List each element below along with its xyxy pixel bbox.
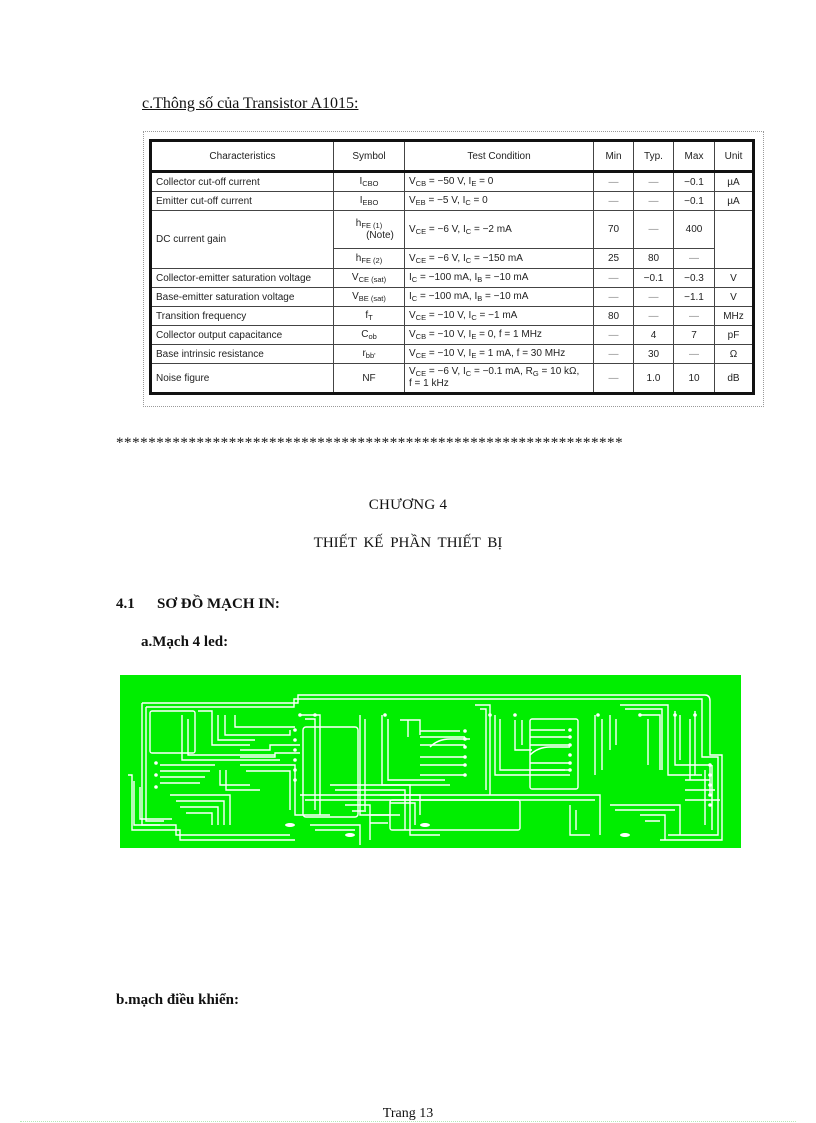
- cell-typ: —: [633, 191, 674, 211]
- cell-characteristic: Emitter cut-off current: [150, 191, 334, 211]
- col-header-unit: Unit: [714, 140, 754, 173]
- col-header-min: Min: [593, 140, 634, 173]
- cell-symbol: NF: [333, 363, 405, 394]
- cell-test-condition: VCE = −6 V, IC = −0.1 mA, RG = 10 kΩ,f =…: [404, 363, 594, 394]
- cell-max: 400: [673, 210, 715, 249]
- table-header-row: Characteristics Symbol Test Condition Mi…: [150, 140, 754, 173]
- cell-unit: V: [714, 287, 754, 307]
- cell-typ: —: [633, 171, 674, 192]
- cell-typ: 1.0: [633, 363, 674, 394]
- cell-symbol: hFE (2): [333, 248, 405, 269]
- chapter-label: CHƯƠNG 4: [368, 497, 448, 513]
- cell-symbol: VBE (sat): [333, 287, 405, 307]
- cell-characteristic: Collector output capacitance: [150, 325, 334, 345]
- cell-test-condition: VCE = −6 V, IC = −150 mA: [404, 248, 594, 269]
- cell-unit: MHz: [714, 306, 754, 326]
- cell-typ: 30: [633, 344, 674, 364]
- cell-max: −0.3: [673, 268, 715, 288]
- cell-test-condition: VCE = −10 V, IE = 1 mA, f = 30 MHz: [404, 344, 594, 364]
- cell-typ: —: [633, 210, 674, 249]
- cell-symbol: IEBO: [333, 191, 405, 211]
- chapter-title: THIẾT KẾ PHẦN THIẾT BỊ: [313, 535, 503, 551]
- cell-typ: —: [633, 306, 674, 326]
- subsection-title: c.Thông số của Transistor A1015:: [142, 95, 359, 112]
- cell-max: −1.1: [673, 287, 715, 307]
- cell-typ: −0.1: [633, 268, 674, 288]
- cell-max: 7: [673, 325, 715, 345]
- cell-max: —: [673, 306, 715, 326]
- cell-symbol: VCE (sat): [333, 268, 405, 288]
- cell-min: 70: [593, 210, 634, 249]
- col-header-test-condition: Test Condition: [404, 140, 594, 173]
- cell-characteristic: Noise figure: [150, 363, 334, 394]
- cell-max: 10: [673, 363, 715, 394]
- col-header-symbol: Symbol: [333, 140, 405, 173]
- cell-max: —: [673, 248, 715, 269]
- cell-unit: dB: [714, 363, 754, 394]
- cell-unit: Ω: [714, 344, 754, 364]
- cell-min: 25: [593, 248, 634, 269]
- cell-min: —: [593, 325, 634, 345]
- cell-symbol: hFE (1)(Note): [333, 210, 405, 249]
- cell-characteristic: DC current gain: [150, 210, 334, 269]
- cell-max: −0.1: [673, 171, 715, 192]
- separator-asterisks: ****************************************…: [116, 435, 624, 451]
- cell-min: —: [593, 287, 634, 307]
- col-header-typ: Typ.: [633, 140, 674, 173]
- cell-unit: [714, 210, 754, 269]
- cell-typ: 80: [633, 248, 674, 269]
- cell-min: —: [593, 344, 634, 364]
- cell-characteristic: Collector cut-off current: [150, 171, 334, 192]
- cell-unit: µA: [714, 191, 754, 211]
- table-image-frame: [143, 131, 764, 407]
- cell-min: —: [593, 268, 634, 288]
- cell-min: —: [593, 191, 634, 211]
- subheading-control-circuit: b.mạch điều khiển:: [116, 992, 239, 1008]
- cell-min: 80: [593, 306, 634, 326]
- cell-unit: pF: [714, 325, 754, 345]
- cell-symbol: fT: [333, 306, 405, 326]
- cell-typ: 4: [633, 325, 674, 345]
- section-title: SƠ ĐỒ MẠCH IN:: [157, 596, 280, 612]
- col-header-max: Max: [673, 140, 715, 173]
- subheading-4-led-circuit: a.Mạch 4 led:: [141, 634, 229, 650]
- cell-characteristic: Base intrinsic resistance: [150, 344, 334, 364]
- cell-symbol: ICBO: [333, 171, 405, 192]
- cell-typ: —: [633, 287, 674, 307]
- cell-symbol: rbb': [333, 344, 405, 364]
- col-header-characteristics: Characteristics: [150, 140, 334, 173]
- cell-min: —: [593, 171, 634, 192]
- cell-test-condition: IC = −100 mA, IB = −10 mA: [404, 287, 594, 307]
- pcb-layout-image: [120, 675, 741, 848]
- cell-unit: V: [714, 268, 754, 288]
- footer-divider: [20, 1121, 796, 1122]
- cell-test-condition: IC = −100 mA, IB = −10 mA: [404, 268, 594, 288]
- cell-characteristic: Transition frequency: [150, 306, 334, 326]
- section-number: 4.1: [116, 596, 135, 612]
- cell-test-condition: VCB = −50 V, IE = 0: [404, 171, 594, 192]
- cell-max: —: [673, 344, 715, 364]
- cell-symbol: Cob: [333, 325, 405, 345]
- cell-test-condition: VCB = −10 V, IE = 0, f = 1 MHz: [404, 325, 594, 345]
- cell-test-condition: VCE = −10 V, IC = −1 mA: [404, 306, 594, 326]
- cell-characteristic: Collector-emitter saturation voltage: [150, 268, 334, 288]
- cell-test-condition: VEB = −5 V, IC = 0: [404, 191, 594, 211]
- cell-unit: µA: [714, 171, 754, 192]
- page-number: Trang 13: [382, 1106, 434, 1121]
- cell-characteristic: Base-emitter saturation voltage: [150, 287, 334, 307]
- cell-min: —: [593, 363, 634, 394]
- cell-max: −0.1: [673, 191, 715, 211]
- transistor-spec-table: Characteristics Symbol Test Condition Mi…: [149, 139, 755, 395]
- cell-test-condition: VCE = −6 V, IC = −2 mA: [404, 210, 594, 249]
